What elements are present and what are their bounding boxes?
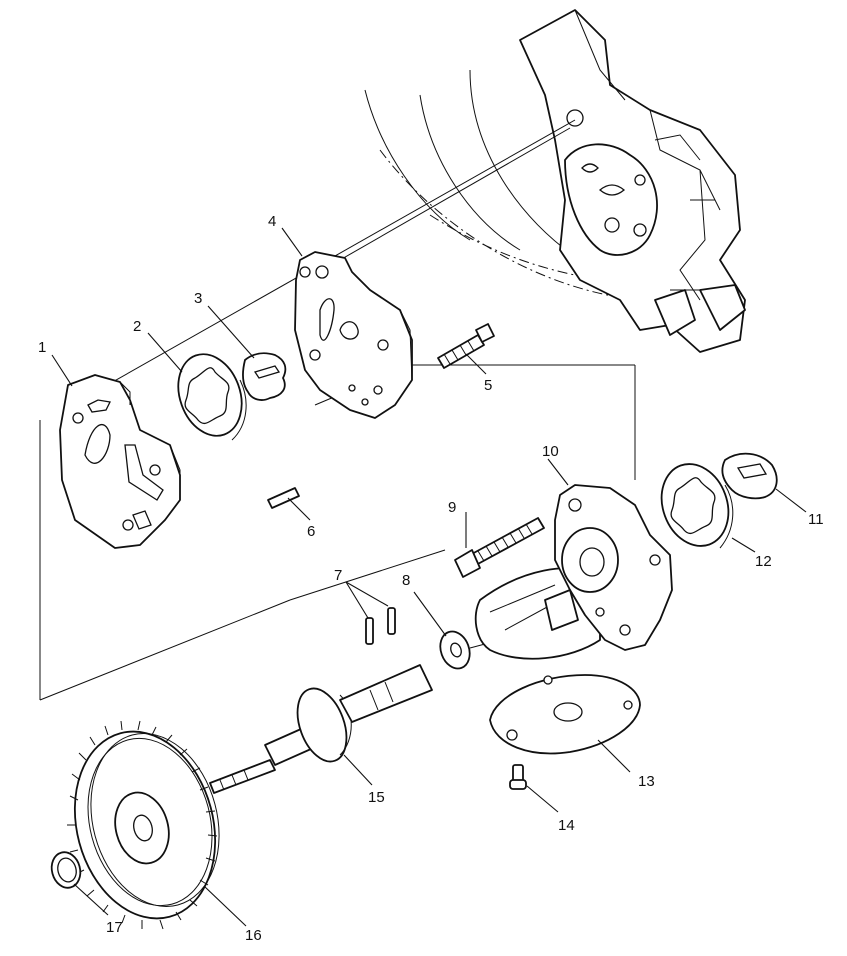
cover-plate <box>489 674 641 755</box>
drive-gear <box>67 720 220 930</box>
outer-rotor <box>177 353 247 441</box>
dowel-pin-6 <box>267 487 300 509</box>
callout-1: 1 <box>38 339 46 356</box>
callout-6: 6 <box>307 523 315 540</box>
callout-2: 2 <box>133 318 141 335</box>
callout-17: 17 <box>106 919 123 936</box>
engine-crankcase <box>364 9 746 353</box>
long-bolt <box>454 517 545 578</box>
snap-ring <box>50 851 82 889</box>
assembly-guide-lines <box>39 119 636 701</box>
inner-rotor-11 <box>721 452 778 500</box>
pins-7 <box>365 607 396 645</box>
leader-lines <box>51 227 807 927</box>
callout-11: 11 <box>808 511 824 528</box>
short-bolt <box>437 323 495 369</box>
inner-rotor <box>242 352 287 401</box>
callout-10: 10 <box>542 443 559 460</box>
callout-3: 3 <box>194 290 202 307</box>
screw-14 <box>509 764 527 790</box>
callout-labels: 1 2 3 4 5 6 7 8 9 10 11 12 13 14 15 16 1… <box>38 213 824 944</box>
callout-16: 16 <box>245 927 262 944</box>
callout-8: 8 <box>402 572 410 589</box>
callout-9: 9 <box>448 499 456 516</box>
outer-rotor-12 <box>660 463 734 549</box>
callout-14: 14 <box>558 817 575 834</box>
pump-housing <box>474 484 673 660</box>
callout-7: 7 <box>334 567 342 584</box>
callout-5: 5 <box>484 377 492 394</box>
pump-body-plate <box>59 374 181 549</box>
drive-shaft <box>209 664 433 794</box>
callout-15: 15 <box>368 789 385 806</box>
callout-12: 12 <box>755 553 772 570</box>
pump-plate <box>294 251 413 419</box>
callout-13: 13 <box>638 773 655 790</box>
washer-8 <box>439 630 471 670</box>
callout-4: 4 <box>268 213 276 230</box>
